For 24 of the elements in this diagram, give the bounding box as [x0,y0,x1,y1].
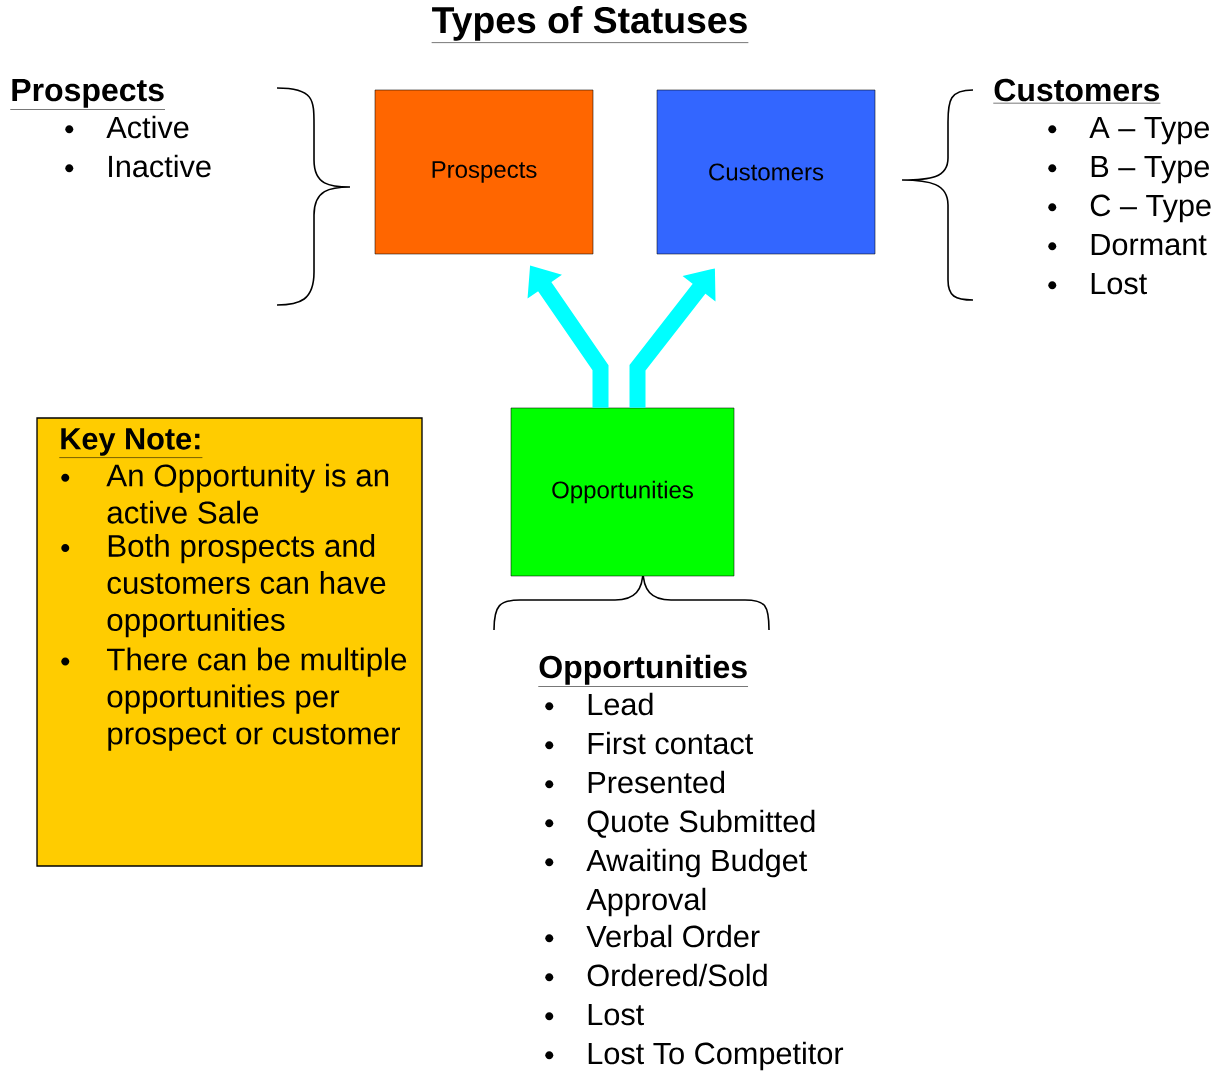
bullet-item: Lost To Competitor [545,1041,844,1071]
bullet-item: Lead [545,692,653,716]
status-box: Opportunities [510,407,735,577]
title: Types of Statuses [431,5,749,43]
bullet-item: Inactive [65,154,211,178]
bullet-item: Verbal Order [545,924,760,948]
bullet-item: A – Type [1048,116,1209,145]
bullet-item: Active [65,115,189,139]
bullet-item: Quote Submitted [545,809,815,838]
bullet-item: Awaiting Budget Approval [545,848,808,917]
bullet-item: First contact [545,731,754,755]
bullet-item: Lost [545,1003,644,1026]
bullet-item: C – Type [1048,194,1211,223]
bullet-item: B – Type [1048,155,1209,184]
status-box: Prospects [374,89,594,255]
note-box: Key Note: An Opportunity is an active Sale Both prospects and customers can have opportunities There can be multiple opportunities per prospect or customer [36,417,423,867]
list-heading: Opportunities [538,654,749,687]
bullet-item: Dormant [1048,233,1207,256]
status-box: Customers [656,89,876,255]
bullet-item: Presented [545,770,725,794]
list-heading: Prospects [10,79,166,110]
bullet-item: Lost [1048,272,1147,295]
bullet-item: Ordered/Sold [545,963,767,987]
list-heading: Customers [993,78,1161,104]
